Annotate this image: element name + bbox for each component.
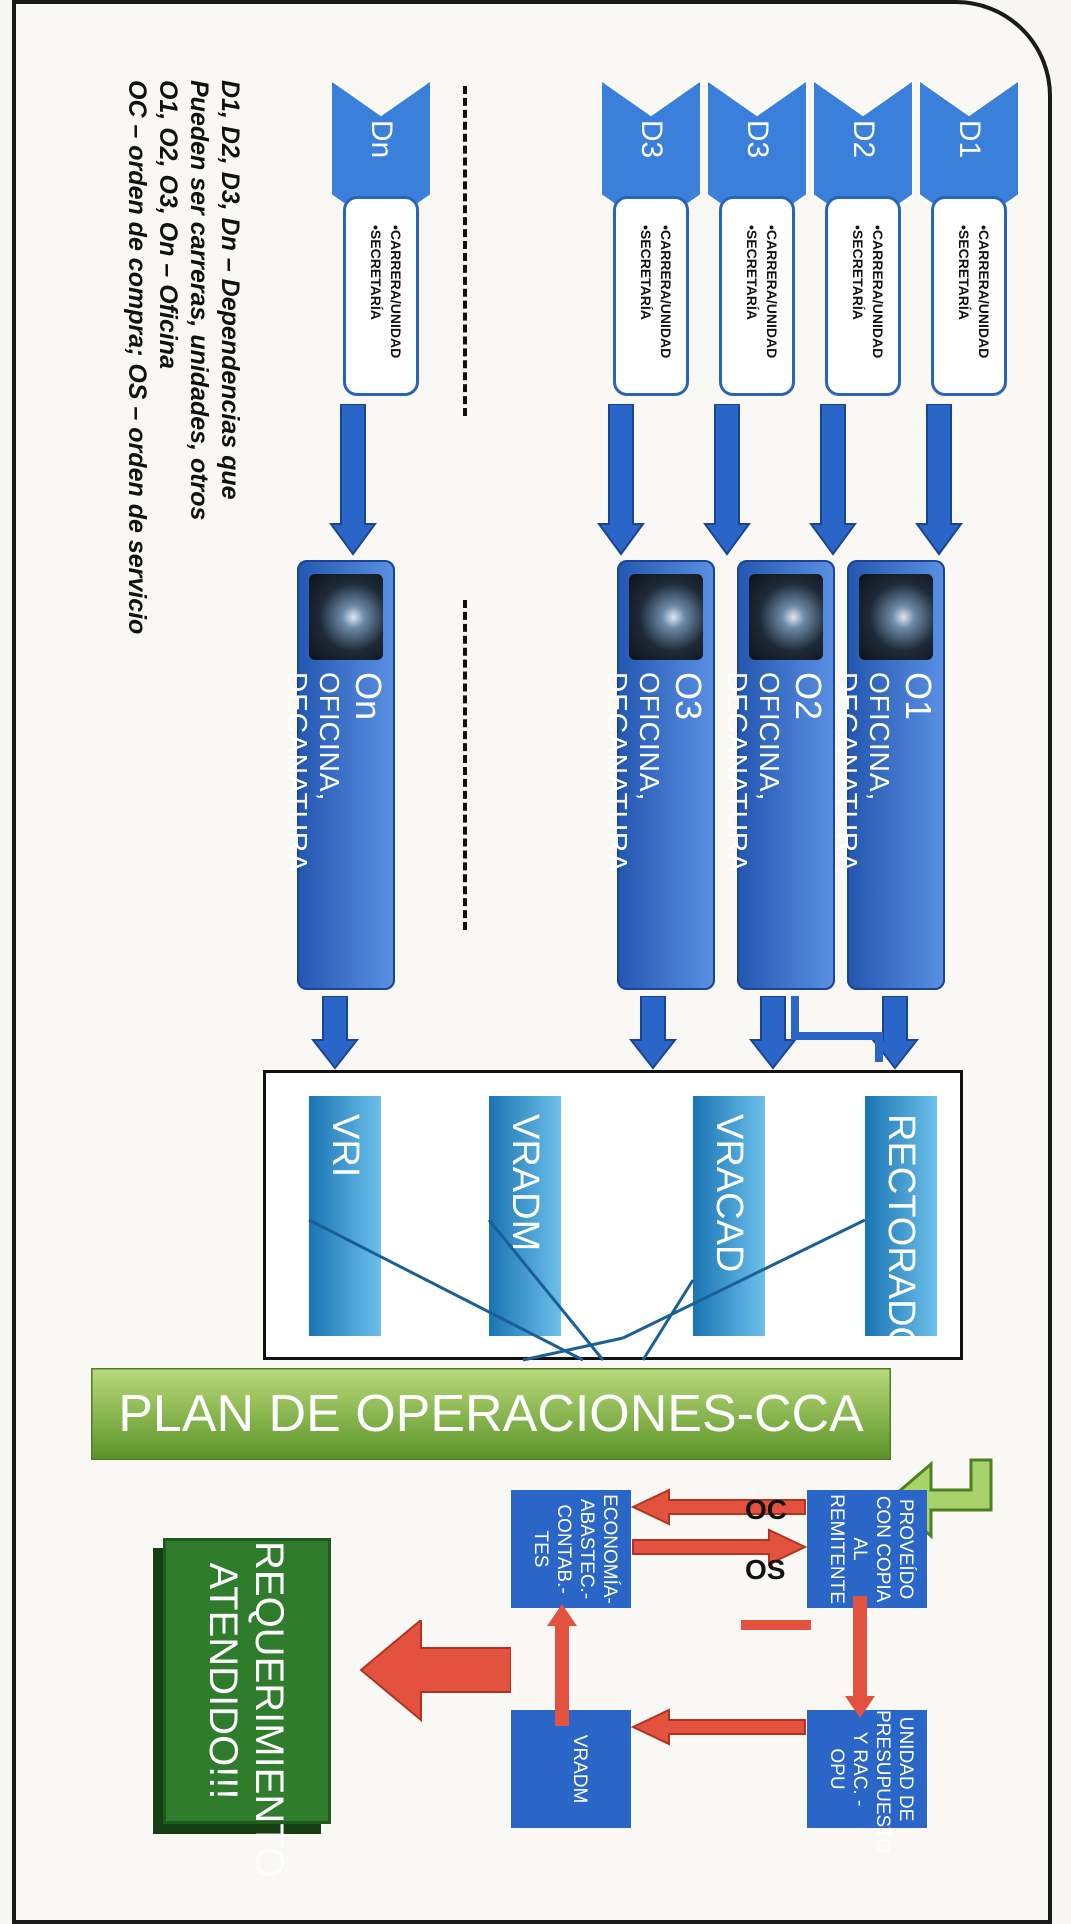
arrows-office-to-vr xyxy=(310,996,920,1070)
dependency-item: •CARRERA/UNIDAD xyxy=(658,225,674,359)
presupuesto-box: UNIDAD DE PRESUPUESTO Y RAC. - OPU xyxy=(807,1710,927,1853)
separator-dashed xyxy=(463,86,467,416)
os-label: OS xyxy=(745,1554,786,1585)
dependency-dn-chevron: Dn xyxy=(331,80,431,230)
dependency-d1-box: •CARRERA/UNIDAD •SECRETARÍA xyxy=(931,196,1007,396)
office-code: O2 xyxy=(788,672,829,721)
legend-line: Pueden ser carreras, unidades, otros xyxy=(185,80,213,521)
dependency-d3b-chevron: D3 xyxy=(601,80,701,230)
dependency-d3b-box: •CARRERA/UNIDAD •SECRETARÍA xyxy=(613,196,689,396)
legend-line: OC – orden de compra; OS – orden de serv… xyxy=(123,80,151,635)
proveido-to-presupuesto-arrow xyxy=(845,1596,875,1718)
dependency-item: •CARRERA/UNIDAD xyxy=(870,225,886,359)
result-box: REQUERIMIENTO ATENDIDO!!! xyxy=(163,1538,331,1878)
office-code: O1 xyxy=(898,672,939,721)
office-name: OFICINA, DECANATURA xyxy=(282,672,345,873)
dependency-item: •SECRETARÍA xyxy=(956,225,972,320)
office-photo-thumbnail xyxy=(629,574,703,660)
dependency-item: •CARRERA/UNIDAD xyxy=(976,225,992,359)
dependency-code: D3 xyxy=(741,119,774,159)
dependency-code: D3 xyxy=(635,119,668,159)
dependency-item: •CARRERA/UNIDAD xyxy=(388,225,404,359)
vradm-to-economia-arrow xyxy=(547,1604,577,1726)
legend-line: D1, D2, D3, Dn – Dependencias que xyxy=(216,80,244,500)
legend: D1, D2, D3, Dn – Dependencias que Pueden… xyxy=(121,80,245,700)
dependency-d1-chevron: D1 xyxy=(919,80,1019,230)
dependency-d3-chevron: D3 xyxy=(707,80,807,230)
office-name: OFICINA, DECANATURA xyxy=(832,672,895,873)
office-o1: O1 OFICINA, DECANATURA xyxy=(832,560,945,990)
office-code: O3 xyxy=(668,672,709,721)
office-name: OFICINA, DECANATURA xyxy=(722,672,785,873)
dependency-item: •SECRETARÍA xyxy=(638,225,654,320)
dependency-item: •SECRETARÍA xyxy=(744,225,760,320)
plan-operaciones-box: PLAN DE OPERACIONES-CCA xyxy=(91,1368,891,1460)
proveido-box: PROVEÍDO CON COPIA AL REMITENTE xyxy=(807,1490,927,1608)
dependency-code: Dn xyxy=(365,119,398,159)
dependency-d3-box: •CARRERA/UNIDAD •SECRETARÍA xyxy=(719,196,795,396)
plan-title: PLAN DE OPERACIONES-CCA xyxy=(118,1385,864,1443)
dependency-code: D2 xyxy=(847,119,880,159)
arrows-dep-to-office xyxy=(329,404,963,556)
plan-background xyxy=(91,1368,891,1460)
office-photo-thumbnail xyxy=(859,574,933,660)
dependency-d2-box: •CARRERA/UNIDAD •SECRETARÍA xyxy=(825,196,901,396)
dependency-item: •CARRERA/UNIDAD xyxy=(764,225,780,359)
red-process-arrows xyxy=(630,1488,811,1746)
office-code: On xyxy=(348,672,389,721)
office-o2: O2 OFICINA, DECANATURA xyxy=(722,560,835,990)
office-photo-thumbnail xyxy=(309,574,383,660)
dependency-item: •SECRETARÍA xyxy=(850,225,866,320)
office-on: On OFICINA, DECANATURA xyxy=(282,560,395,990)
vr-connector-lines xyxy=(308,1218,866,1362)
dependency-d2-chevron: D2 xyxy=(813,80,913,230)
office-name: OFICINA, DECANATURA xyxy=(602,672,665,873)
office-o3: O3 OFICINA, DECANATURA xyxy=(602,560,715,990)
oc-label: OC xyxy=(745,1494,787,1526)
dependency-item: •SECRETARÍA xyxy=(368,225,384,320)
economia-to-result-arrow xyxy=(359,1620,511,1723)
dependency-dn-box: •CARRERA/UNIDAD •SECRETARÍA xyxy=(343,196,419,396)
dependency-code: D1 xyxy=(953,119,986,159)
legend-line: O1, O2, O3, On – Oficina xyxy=(154,80,182,369)
separator-dashed xyxy=(463,600,467,930)
office-photo-thumbnail xyxy=(749,574,823,660)
